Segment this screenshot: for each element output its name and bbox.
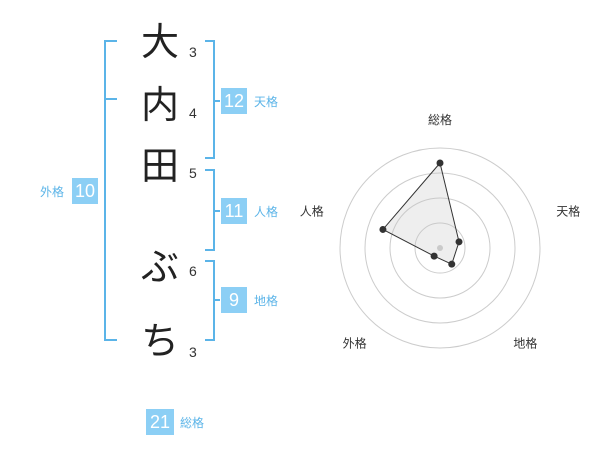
name-char-3: 田 — [140, 144, 179, 188]
chikaku-label: 地格 — [254, 294, 279, 308]
jinkaku-value: 11 — [221, 198, 247, 224]
name-char-2: 内 — [140, 83, 179, 127]
radar-point-4 — [430, 252, 438, 260]
gaikaku-label: 外格 — [40, 185, 65, 199]
radar-axis-label-2: 天格 — [556, 204, 580, 219]
stroke-count-5: 3 — [189, 344, 197, 360]
radar-axis-label-5: 人格 — [300, 204, 324, 219]
name-char-4: ぶ — [140, 245, 179, 289]
tenkaku-value: 12 — [221, 88, 247, 114]
stroke-count-4: 6 — [189, 263, 197, 279]
chikaku-value: 9 — [221, 287, 247, 313]
radar-point-5 — [379, 225, 387, 233]
soukaku-label: 総格 — [180, 416, 205, 430]
radar-ring — [389, 197, 491, 299]
stroke-count-2: 4 — [189, 105, 197, 121]
radar-ring — [414, 222, 466, 274]
radar-area — [382, 161, 460, 265]
radar-point-2 — [455, 238, 463, 246]
jinkaku-label: 人格 — [254, 205, 279, 219]
radar-ring — [339, 147, 541, 349]
name-char-1: 大 — [140, 20, 179, 64]
name-char-5: ち — [140, 319, 179, 363]
radar-center — [437, 245, 443, 251]
radar-point-1 — [436, 159, 444, 167]
radar-axis-label-1: 総格 — [428, 112, 452, 127]
soukaku-value: 21 — [146, 409, 174, 435]
tenkaku-label: 天格 — [254, 95, 279, 109]
radar-ring — [364, 172, 516, 324]
stroke-count-1: 3 — [189, 44, 197, 60]
radar-axis-label-3: 地格 — [513, 335, 537, 350]
stroke-count-3: 5 — [189, 165, 197, 181]
radar-axis-label-4: 外格 — [343, 335, 367, 350]
radar-point-3 — [448, 260, 456, 268]
gaikaku-value: 10 — [72, 178, 98, 204]
